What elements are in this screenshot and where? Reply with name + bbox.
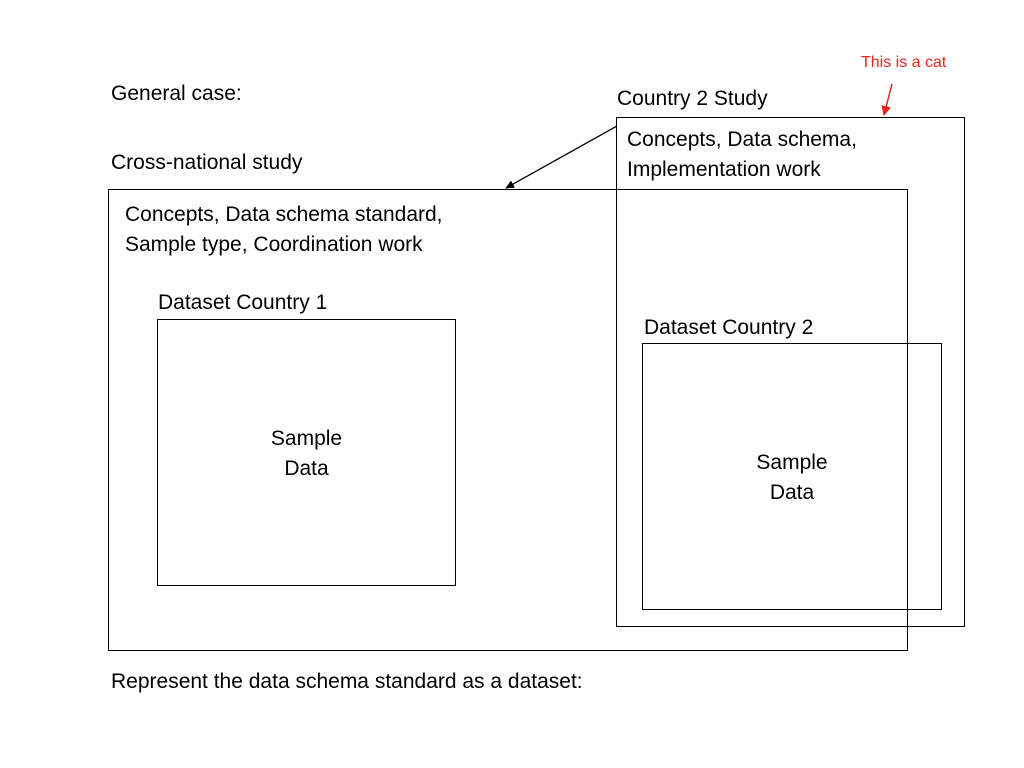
cross-national-study-title: Cross-national study: [111, 151, 303, 174]
dataset-country1-title: Dataset Country 1: [158, 291, 328, 314]
cross-national-content-line2: Sample type, Coordination work: [125, 233, 423, 256]
footer-text: Represent the data schema standard as a …: [111, 670, 583, 693]
country2-study-box: [616, 117, 965, 627]
country2-content-line1: Concepts, Data schema,: [627, 128, 857, 151]
dataset-country2-box: [642, 343, 942, 610]
dataset-country1-box: [157, 319, 456, 586]
cross-national-content-line1: Concepts, Data schema standard,: [125, 203, 443, 226]
country2-study-title: Country 2 Study: [617, 87, 768, 110]
sample-data-1-line1: Sample: [270, 427, 343, 450]
general-case-label: General case:: [111, 82, 242, 105]
cross-national-study-box: [108, 189, 908, 651]
cat-annotation-label: This is a cat: [861, 54, 947, 71]
country2-content-line2: Implementation work: [627, 158, 821, 181]
schema-link-arrow: [505, 125, 618, 189]
sample-data-1-line2: Data: [284, 457, 329, 480]
dataset-country2-title: Dataset Country 2: [644, 316, 814, 339]
annotation-pointer-arrow: [881, 83, 893, 116]
sample-data-2-line2: Data: [769, 481, 815, 504]
sample-data-2-line1: Sample: [756, 451, 828, 474]
